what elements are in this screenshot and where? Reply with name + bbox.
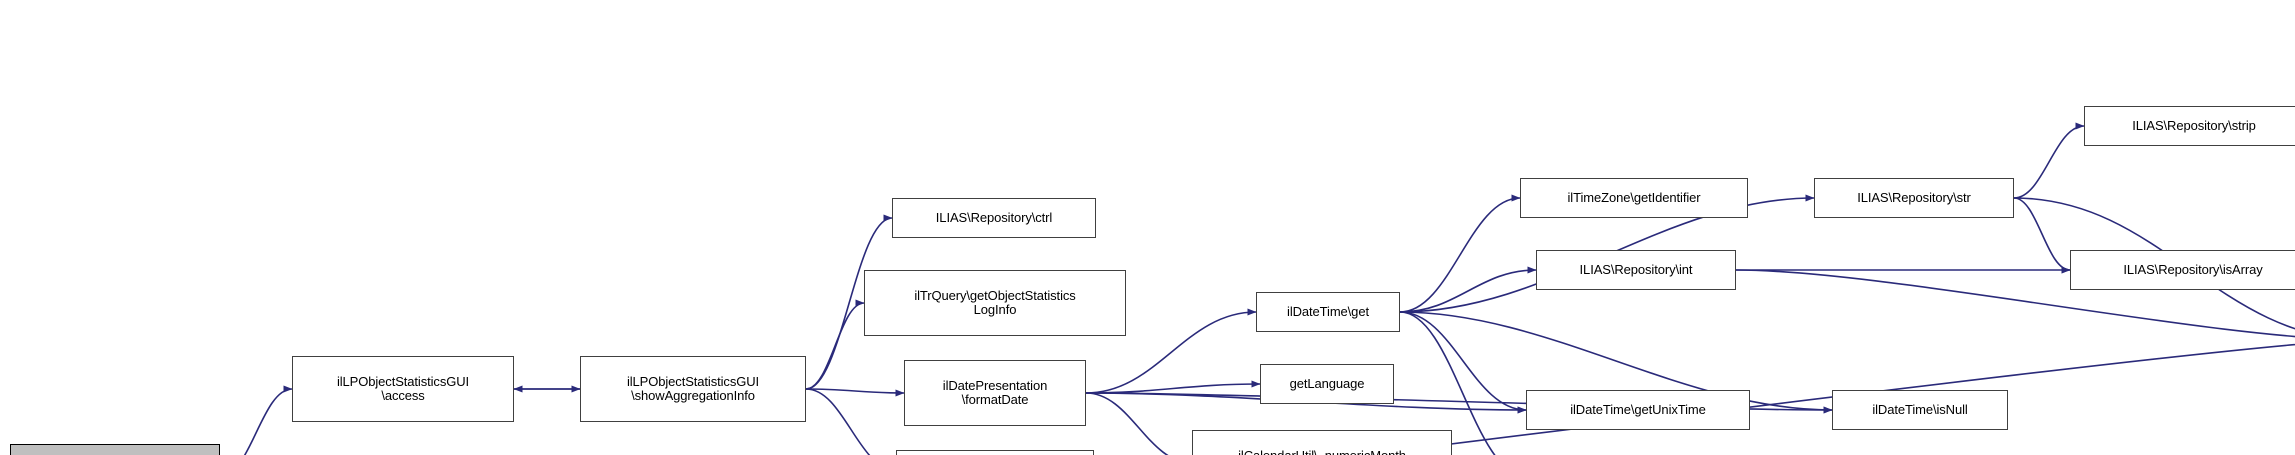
edge-formatDate-to-getLanguage: [1085, 380, 1261, 394]
node-label-line1: ILIAS\Repository\isArray: [2123, 261, 2263, 277]
edge-dateTimeGet-to-getUnixTime: [1399, 311, 1527, 414]
graph-node-numericMonth[interactable]: ilCalendarUtil\_numericMonthToString: [1192, 430, 1452, 455]
graph-node-repoStrip[interactable]: ILIAS\Repository\strip: [2084, 106, 2295, 146]
graph-node-isNull[interactable]: ilDateTime\isNull: [1832, 390, 2008, 430]
node-label-line1: ILIAS\Repository\strip: [2132, 117, 2256, 133]
node-label-line1: ILIAS\Repository\int: [1579, 261, 1693, 277]
graph-node-repoStr[interactable]: ILIAS\Repository\str: [1814, 178, 2014, 218]
graph-node-repoInt[interactable]: ILIAS\Repository\int: [1536, 250, 1736, 290]
edge-repoStr-to-repoStrip: [2013, 122, 2085, 199]
edge-formatDate-to-numericMonth: [1085, 392, 1169, 455]
graph-node-formatDate[interactable]: ilDatePresentation\formatDate: [904, 360, 1086, 426]
node-label-line2: LogInfo: [973, 302, 1017, 317]
graph-node-access[interactable]: ilLPObjectStatisticsGUI\access: [292, 356, 514, 422]
node-label-line1: ilDateTime\get: [1287, 303, 1369, 319]
node-label-line1: ilTrQuery\getObjectStatistics: [914, 287, 1076, 303]
node-label-line2: \showAggregationInfo: [631, 388, 755, 403]
node-label-line1: ilDateTime\isNull: [1872, 401, 1968, 417]
edge-repoStr-to-repoIsArray: [2013, 197, 2071, 274]
node-label-line1: ILIAS\Repository\ctrl: [935, 209, 1053, 225]
edge-showAggregation-to-repoLng: [805, 388, 871, 455]
node-label-line1: ilDatePresentation: [942, 377, 1048, 393]
edge-showAggregation-to-trQueryLogInfo: [805, 299, 865, 390]
graph-node-timeZoneIdent[interactable]: ilTimeZone\getIdentifier: [1520, 178, 1748, 218]
graph-node-dateTimeGet[interactable]: ilDateTime\get: [1256, 292, 1400, 332]
node-label-line2: \access: [381, 388, 425, 403]
node-label-line1: ilLPObjectStatisticsGUI: [626, 373, 760, 389]
graph-node-repoIsArray[interactable]: ILIAS\Repository\isArray: [2070, 250, 2295, 290]
graph-node-getUnixTime[interactable]: ilDateTime\getUnixTime: [1526, 390, 1750, 430]
edge-showAccessGraph-to-access: [243, 385, 293, 455]
node-label-line1: ilLPObjectStatisticsGUI: [336, 373, 470, 389]
node-label-line1: ilDateTime\getUnixTime: [1570, 401, 1706, 417]
node-label-line1: getLanguage: [1289, 375, 1365, 391]
graph-node-repoLng[interactable]: ILIAS\Repository\lng: [896, 450, 1094, 455]
graph-node-showAggregation[interactable]: ilLPObjectStatisticsGUI\showAggregationI…: [580, 356, 806, 422]
graph-node-getLanguage[interactable]: getLanguage: [1260, 364, 1394, 404]
edge-dateTimeGet-to-timeZoneIdent: [1399, 194, 1521, 313]
node-label-line1: ilTimeZone\getIdentifier: [1567, 189, 1701, 205]
graph-node-showAccessGraph[interactable]: ilLPObjectStatisticsGUI\showAccessGraph: [10, 444, 220, 455]
graph-node-repoCtrl[interactable]: ILIAS\Repository\ctrl: [892, 198, 1096, 238]
node-label-line1: ILIAS\Repository\str: [1857, 189, 1971, 205]
node-label-line1: ilCalendarUtil\_numericMonth: [1238, 447, 1406, 455]
edge-dateTimeGet-to-repoInt: [1399, 266, 1537, 313]
node-label-line2: \formatDate: [961, 392, 1029, 407]
edge-showAggregation-to-formatDate: [805, 388, 905, 397]
